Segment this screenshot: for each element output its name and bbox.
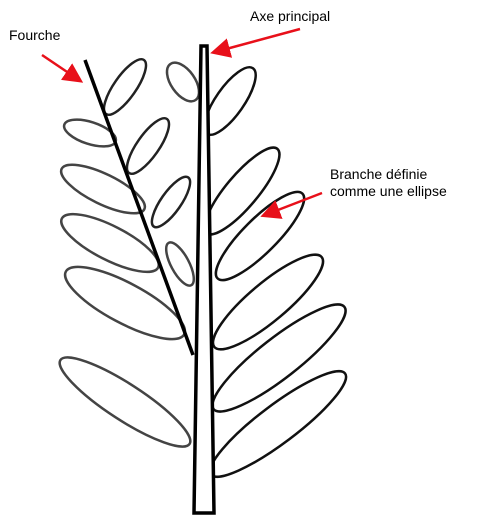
right-leaves	[194, 60, 356, 490]
label-branche-line1: Branche définie	[330, 166, 447, 183]
leaf-ellipse	[55, 155, 151, 222]
label-branche: Branche définie comme une ellipse	[330, 166, 447, 200]
label-axe-principal: Axe principal	[250, 8, 330, 25]
leaf-ellipse	[51, 345, 200, 459]
leaf-ellipse	[54, 203, 166, 282]
leaf-ellipse	[97, 54, 153, 121]
arrow-axe-principal	[215, 29, 300, 52]
arrow-fourche	[42, 55, 79, 80]
leaf-ellipse	[202, 242, 334, 361]
main-axis	[194, 46, 214, 513]
fork-line	[85, 60, 193, 355]
leaf-ellipse	[146, 172, 197, 233]
left-leaves	[51, 57, 206, 459]
annotation-arrows	[42, 29, 322, 215]
leaf-ellipse	[201, 291, 356, 425]
label-fourche: Fourche	[9, 27, 60, 44]
arrow-branche	[265, 193, 322, 215]
leaf-ellipse	[199, 358, 356, 489]
leaf-ellipse	[206, 182, 315, 291]
fork-leaves	[97, 54, 196, 233]
leaf-ellipse	[120, 113, 176, 180]
label-branche-line2: comme une ellipse	[330, 183, 447, 200]
